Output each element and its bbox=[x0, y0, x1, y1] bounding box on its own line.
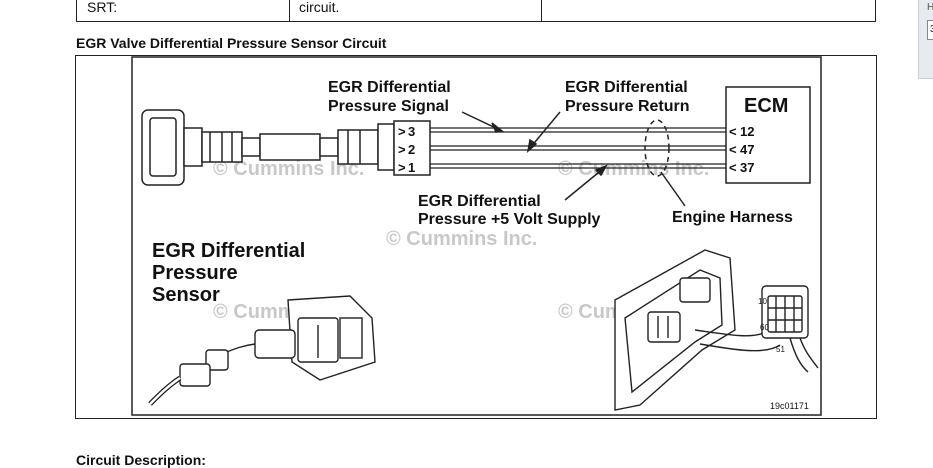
watermark-text: © Cummins Inc. bbox=[386, 228, 537, 250]
diagram-inner-frame bbox=[131, 56, 822, 416]
circuit-description-heading: Circuit Description: bbox=[76, 452, 206, 468]
sensor-connector-drawing bbox=[141, 109, 395, 186]
ecm-connector-pin-60: 60 bbox=[760, 323, 769, 332]
sensor-label-line2: Pressure bbox=[152, 262, 238, 284]
side-panel-label: H bbox=[927, 2, 933, 13]
sensor-pin-3: 3 bbox=[408, 124, 415, 139]
watermark-text: © Cummins Inc. bbox=[213, 158, 364, 180]
ecm-module-illustration bbox=[614, 249, 819, 411]
ecm-connector-pin-51: 51 bbox=[776, 345, 785, 354]
pin-3-marker: > bbox=[398, 124, 406, 139]
ecm-label: ECM bbox=[744, 95, 788, 117]
figure-title: EGR Valve Differential Pressure Sensor C… bbox=[76, 35, 387, 51]
pin-1-marker: > bbox=[398, 160, 406, 175]
sensor-pin-box bbox=[393, 120, 431, 176]
ecm-box bbox=[725, 86, 811, 184]
ecm-connector-pin-10: 10 bbox=[758, 297, 767, 306]
side-panel-field[interactable]: 3 bbox=[927, 20, 933, 40]
signal-label-line1: EGR Differential bbox=[328, 79, 451, 96]
harness-label: Engine Harness bbox=[672, 209, 793, 226]
pin-2-marker: > bbox=[398, 142, 406, 157]
ecm-pin-marker: < bbox=[729, 142, 737, 157]
figure-frame bbox=[75, 55, 877, 419]
table-divider bbox=[289, 0, 290, 21]
supply-label-line2: Pressure +5 Volt Supply bbox=[418, 211, 601, 228]
signal-label-line2: Pressure Signal bbox=[328, 98, 449, 115]
ecm-pin-37: 37 bbox=[740, 160, 754, 175]
return-label-line1: EGR Differential bbox=[565, 79, 688, 96]
sensor-pin-2: 2 bbox=[408, 142, 415, 157]
table-cell-srt: SRT: bbox=[87, 0, 118, 15]
sensor-pin-1: 1 bbox=[408, 160, 415, 175]
table-divider bbox=[541, 0, 542, 21]
harness-wires bbox=[430, 127, 726, 169]
watermark-text: © Cummins Inc. bbox=[558, 158, 709, 180]
ecm-pin-marker: < bbox=[729, 160, 737, 175]
top-table-fragment: SRT: circuit. bbox=[76, 0, 876, 22]
sensor-illustration bbox=[148, 295, 376, 406]
harness-ellipse bbox=[644, 119, 670, 177]
figure-code: 19c01171 bbox=[770, 401, 809, 411]
table-cell-circuit: circuit. bbox=[299, 0, 340, 15]
ecm-pin-47: 47 bbox=[740, 142, 754, 157]
supply-label-line1: EGR Differential bbox=[418, 193, 541, 210]
ecm-pin-12: 12 bbox=[740, 124, 754, 139]
return-label-line2: Pressure Return bbox=[565, 98, 690, 115]
sensor-label-line1: EGR Differential bbox=[152, 240, 305, 262]
side-panel[interactable]: H 3 bbox=[918, 0, 933, 79]
leader-lines bbox=[461, 111, 686, 207]
ecm-pin-marker: < bbox=[729, 124, 737, 139]
sensor-label-line3: Sensor bbox=[152, 284, 220, 306]
